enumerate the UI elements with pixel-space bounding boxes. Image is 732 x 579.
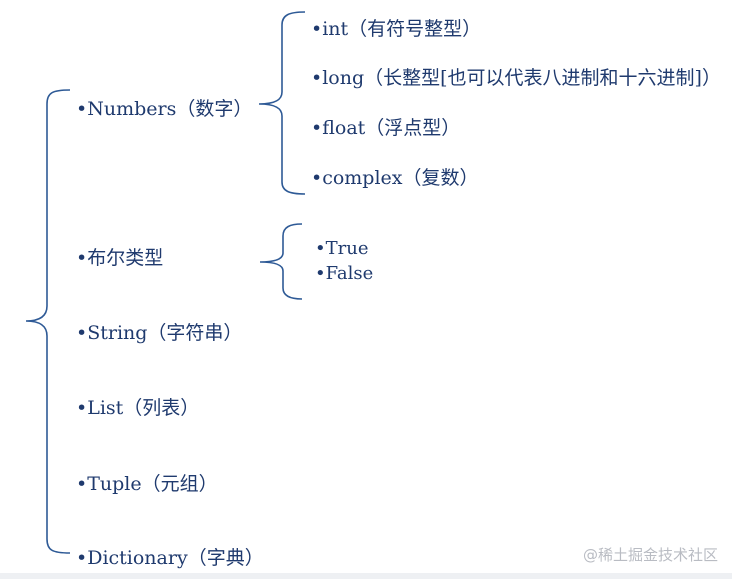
numbers-bracket (258, 11, 306, 195)
root-item-dictionary: •Dictionary（字典） (76, 547, 264, 569)
numbers-child-long: •long（长整型[也可以代表八进制和十六进制]） (311, 67, 721, 89)
root-item-string: •String（字符串） (76, 322, 243, 344)
numbers-child-complex: •complex（复数） (311, 167, 479, 189)
watermark-text: @稀土掘金技术社区 (582, 546, 718, 564)
bottom-bar (0, 573, 732, 579)
main-bracket (25, 89, 71, 554)
root-item-tuple: •Tuple（元组） (76, 473, 218, 495)
root-item-numbers: •Numbers（数字） (76, 98, 253, 120)
root-item-bool: •布尔类型 (76, 247, 164, 269)
numbers-child-float: •float（浮点型） (311, 117, 461, 139)
numbers-child-int: •int（有符号整型） (311, 18, 482, 40)
bool-child-false: •False (315, 263, 374, 284)
bool-child-true: •True (315, 238, 369, 259)
root-item-list: •List（列表） (76, 397, 200, 419)
bool-bracket (259, 223, 303, 300)
